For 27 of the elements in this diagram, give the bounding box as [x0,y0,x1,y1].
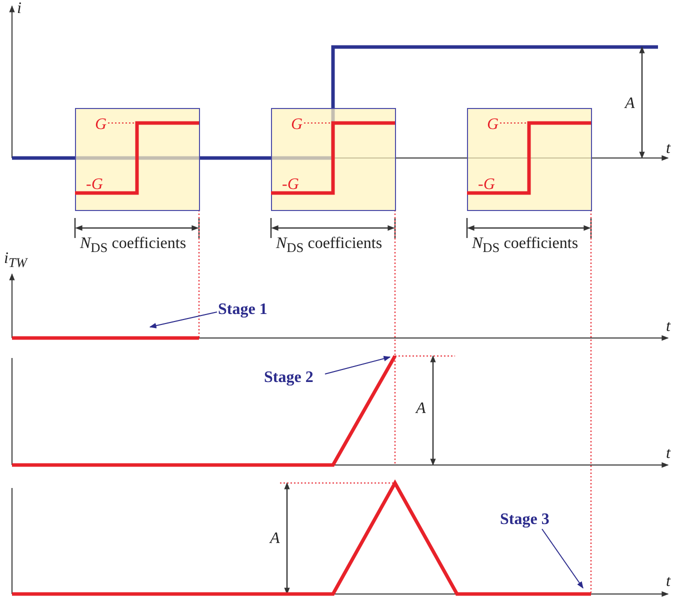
level-label: G [95,116,107,134]
level-label: G [291,116,303,134]
axis-label: t [666,318,670,336]
stage-label: Stage 3 [500,511,550,529]
interval-label: N$_{DS}$ coefficients [472,235,578,258]
level-label: G [487,116,499,134]
stage-label: Stage 1 [218,301,268,319]
dimension-label: A [416,400,426,418]
level-label: -G [478,176,495,194]
leader-arrow [542,528,584,589]
axis-label: t [666,445,670,463]
axis-label: t [666,140,670,158]
interval-label: N$_{DS}$ coefficients [80,235,186,258]
axis-label: t [666,573,670,591]
level-label: -G [86,176,103,194]
stage-label: Stage 2 [264,369,314,387]
dimension-label: A [270,530,280,548]
leader-arrow [324,356,391,374]
axis-label: i$_{TW}$ [4,250,27,272]
dimension-label: A [625,95,635,113]
interval-label: N$_{DS}$ coefficients [276,235,382,258]
leader-arrow [149,312,218,328]
coefficient-box [271,108,396,211]
level-label: -G [282,176,299,194]
coefficient-box [75,108,200,211]
axis-label: i [17,0,22,18]
coefficient-box [467,108,592,211]
